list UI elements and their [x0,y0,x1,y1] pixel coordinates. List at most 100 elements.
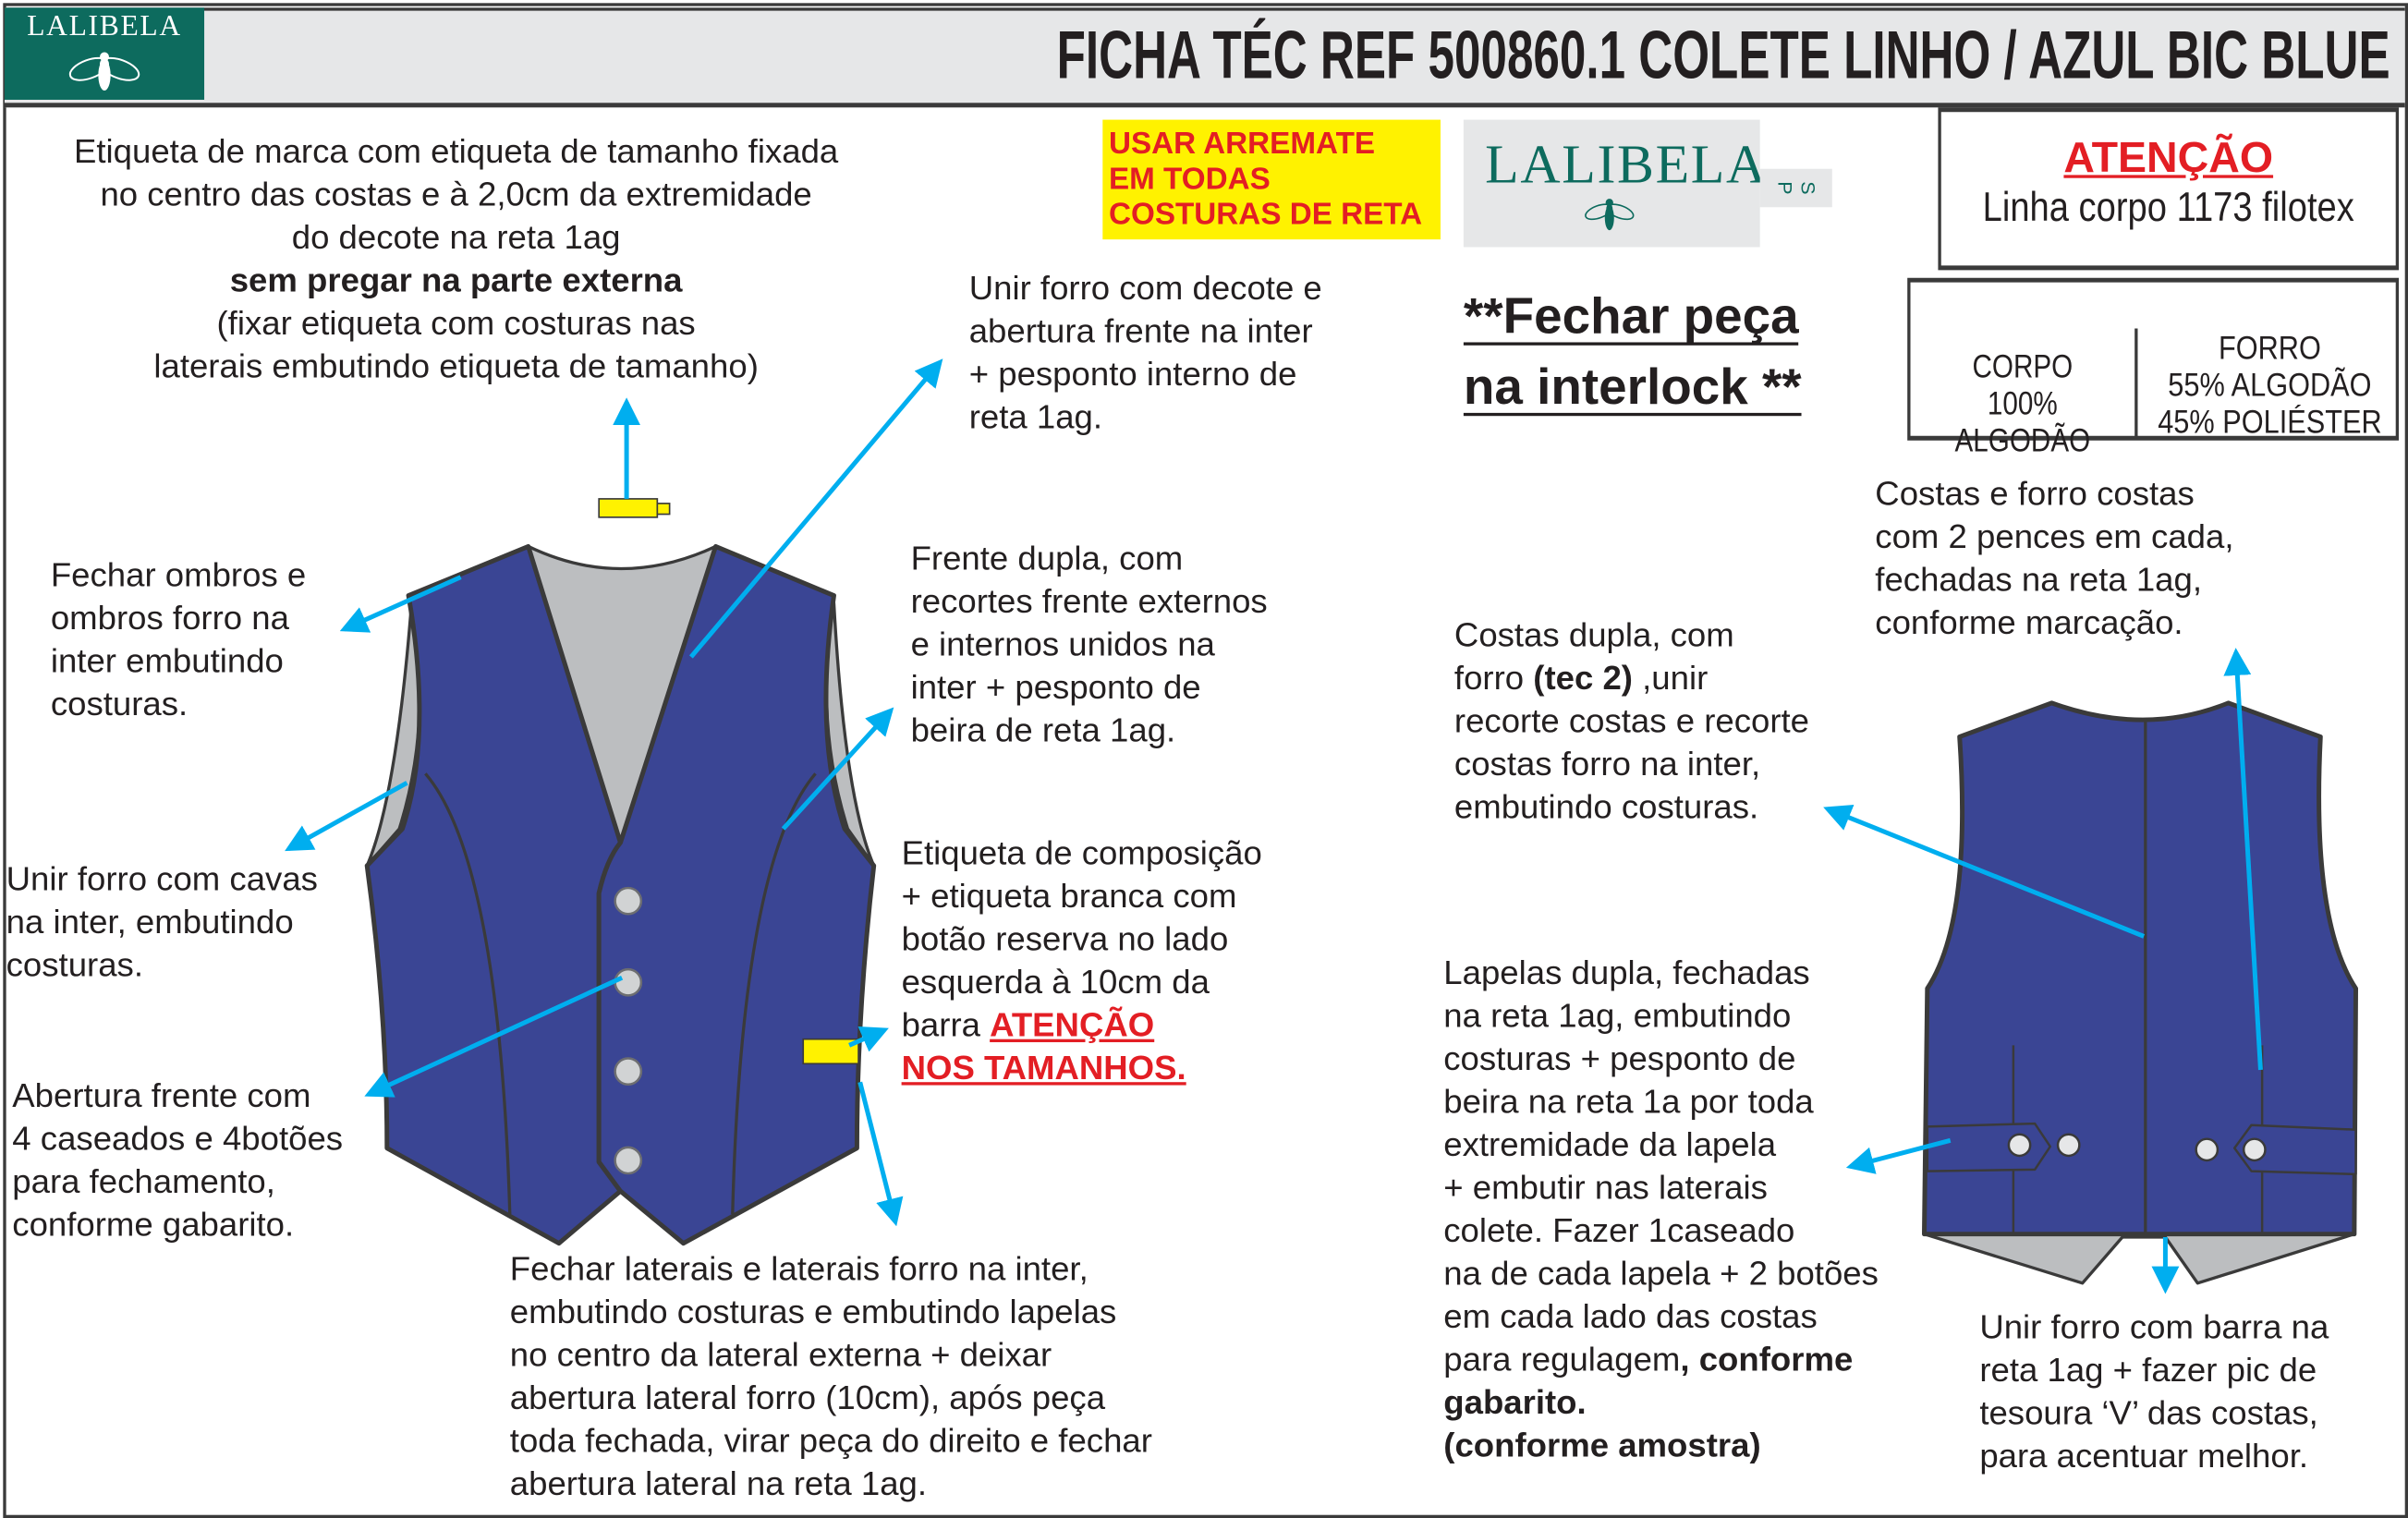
lining-label: FORRO [2218,331,2321,368]
note-line: Etiqueta de composição [902,832,1262,875]
right-tab [2232,1123,2357,1176]
alert-text: ATENÇÃO [990,1005,1155,1044]
note-line: no centro das costas e à 2,0cm da extrem… [16,174,897,217]
button [2242,1137,2267,1162]
note-line: conforme marcação. [1875,601,2233,645]
brand-label-sample: LALIBELA [1463,119,1766,248]
note-line: e internos unidos na [911,623,1268,666]
note-line: costuras + pesponto de [1443,1038,1879,1081]
note-line: embutindo costuras e embutindo lapelas [510,1291,1152,1334]
note-text: recortes frente externos [910,581,1268,621]
right-princess-seam [731,772,817,1215]
arrow-composition-label [848,1026,889,1052]
note-line: Unir forro com cavas [6,858,318,902]
note-line: abertura frente na inter [969,310,1322,354]
note-text: Costas e forro costas [1875,474,2195,513]
back-buttons [2007,1133,2267,1162]
note-text: conforme marcação. [1875,602,2183,642]
note-text: Abertura frente com [12,1075,311,1115]
note-line: Costas dupla, com [1454,614,1809,658]
front-buttons [614,886,643,1175]
note-line: extremidade da lapela [1443,1123,1879,1167]
note-text: na reta 1ag, embutindo [1443,996,1792,1035]
note-line: Abertura frente com [12,1075,343,1118]
note-text: em cada lado das costas [1443,1296,1818,1336]
note-text: inter embutindo [50,641,284,680]
note-line: recorte costas e recorte [1454,700,1809,744]
bee-icon [68,52,140,91]
button [614,967,643,997]
note-line: ombros forro na [51,597,306,640]
note-line: Unir forro com barra na [1979,1306,2329,1350]
note-line: conforme gabarito. [12,1203,343,1246]
back-vest [1921,700,2359,1285]
bee-icon [1585,199,1635,231]
brand-logo: LALIBELA [4,7,205,100]
note-text: Unir forro com barra na [1979,1307,2329,1346]
note-line: Fechar ombros e [51,554,306,598]
note-tabs: Lapelas dupla, fechadas na reta 1ag, embu… [1443,952,1879,1467]
note-line: forro (tec 2) ,unir [1454,657,1809,700]
note-text: Lapelas dupla, fechadas [1443,953,1810,992]
note-text: reta 1ag. [968,397,1103,436]
note-line: botão reserva no lado [902,917,1262,961]
lining-composition: FORRO 55% ALGODÃO 45% POLIÉSTER [2154,332,2387,443]
arrow-front-opening [364,975,624,1098]
size-tag: P S [1759,168,1832,208]
button [2056,1133,2081,1158]
note-text: no centro da lateral externa + deixar [509,1335,1052,1374]
note-text: colete. Fazer 1caseado [1443,1210,1795,1250]
callout-arrows [285,358,2263,1294]
note-text: para acentuar melhor. [1979,1436,2309,1475]
note-line: + embutir nas laterais [1443,1167,1879,1210]
note-line: em cada lado das costas [1443,1295,1879,1339]
divider [2134,328,2138,440]
alert-text: NOS TAMANHOS. [901,1048,1186,1087]
note-text: embutindo costuras. [1453,787,1759,826]
note-line: recortes frente externos [911,580,1268,624]
back-hem-lining [1922,1233,2356,1285]
note-line: + etiqueta branca com [902,875,1262,918]
note-text: abertura lateral forro (10cm), após peça [509,1378,1106,1417]
note-line: fechadas na reta 1ag, [1875,559,2233,602]
note-text: laterais embutindo etiqueta de tamanho) [153,346,759,385]
note-line: Fechar laterais e laterais forro na inte… [510,1248,1152,1292]
note-sides: Fechar laterais e laterais forro na inte… [510,1248,1152,1506]
note-text: + etiqueta branca com [901,876,1237,916]
arrow-neckline [688,358,943,659]
note-brand-label: Etiqueta de marca com etiqueta de tamanh… [16,130,897,388]
note-text: extremidade da lapela [1443,1124,1777,1164]
note-text: beira na reta 1a por toda [1443,1082,1814,1121]
note-text: beira de reta 1ag. [910,710,1176,749]
note-text: para fechamento, [12,1161,275,1201]
note-line: reta 1ag + fazer pic de [1979,1349,2329,1392]
note-text: + embutir nas laterais [1443,1168,1768,1207]
note-line: embutindo costuras. [1454,786,1809,830]
note-text: Fechar ombros e [50,555,307,594]
brand-label-wordmark: LALIBELA [1485,133,1768,195]
attention-text: Linha corpo 1173 filotex [1982,184,2354,231]
note-line: 4 caseados e 4botões [12,1117,343,1160]
note-text: (tec 2) [1533,658,1633,698]
note-line: esquerda à 10cm da [902,961,1262,1004]
arrow-sides [857,1081,904,1227]
note-line: COSTURAS DE RETA [1108,198,1423,232]
right-front-panel [596,543,877,1246]
note-line: gabarito. [1443,1381,1879,1425]
note-text: no centro das costas e à 2,0cm da extrem… [100,175,812,213]
note-text: barra [901,1005,991,1044]
note-line: na reta 1ag, embutindo [1443,995,1879,1038]
note-text: + pesponto interno de [968,354,1297,394]
note-text: e internos unidos na [910,625,1215,663]
body-value: 100% ALGODÃO [1954,386,2091,459]
note-text: Fechar laterais e laterais forro na inte… [509,1249,1088,1288]
front-vest [364,543,877,1246]
note-text: botão reserva no lado [901,919,1229,958]
